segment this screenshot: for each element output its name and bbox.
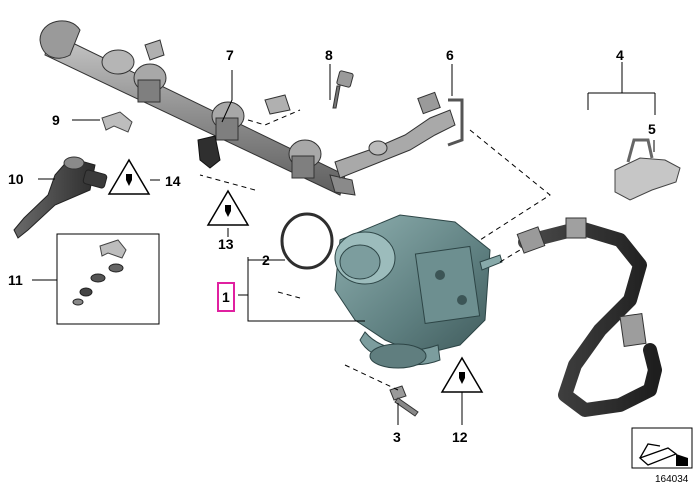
callout-11: 11 bbox=[8, 272, 23, 288]
callout-14: 14 bbox=[165, 173, 181, 189]
callout-3: 3 bbox=[393, 429, 401, 445]
high-pressure-pump[interactable] bbox=[334, 214, 503, 369]
callout-12: 12 bbox=[452, 429, 468, 445]
figure-id: 164034 bbox=[655, 474, 689, 485]
callout-8: 8 bbox=[325, 47, 333, 63]
fuel-hose[interactable] bbox=[516, 217, 662, 417]
o-ring[interactable] bbox=[280, 212, 334, 270]
hose-clamp[interactable] bbox=[614, 138, 681, 201]
callout-4: 4 bbox=[616, 47, 624, 63]
highlight-box bbox=[217, 282, 235, 312]
callout-13: 13 bbox=[218, 236, 234, 252]
seal-kit-box[interactable] bbox=[56, 233, 160, 325]
fuel-feed-line[interactable] bbox=[334, 91, 464, 179]
clip-9[interactable] bbox=[101, 111, 133, 133]
leader-lines bbox=[32, 62, 656, 425]
injector[interactable] bbox=[13, 156, 108, 239]
callout-6: 6 bbox=[446, 47, 454, 63]
callout-10: 10 bbox=[8, 171, 24, 187]
bolt-8[interactable] bbox=[332, 70, 354, 109]
callout-7: 7 bbox=[226, 47, 234, 63]
warning-triangle-connector-icon bbox=[107, 158, 151, 195]
fuel-rail[interactable] bbox=[39, 20, 356, 196]
bolt-3[interactable] bbox=[389, 385, 419, 417]
callout-9: 9 bbox=[52, 112, 60, 128]
callout-1: 1 bbox=[222, 289, 230, 305]
callout-5: 5 bbox=[648, 121, 656, 137]
warning-triangle-connector-icon bbox=[440, 356, 484, 393]
callout-2: 2 bbox=[262, 252, 270, 268]
page-corner-arrow-icon bbox=[631, 427, 693, 469]
warning-triangle-connector-icon bbox=[206, 189, 250, 226]
